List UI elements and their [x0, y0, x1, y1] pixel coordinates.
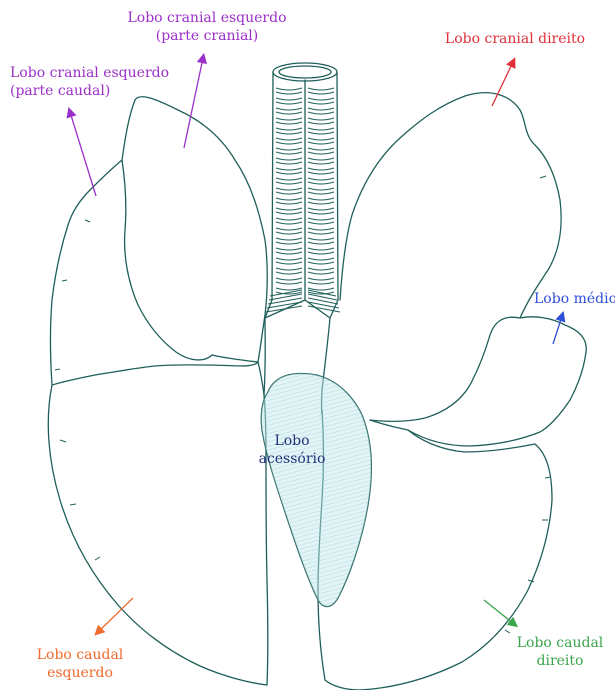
label-line1: Lobo caudal [510, 634, 610, 652]
bronchus-ring [267, 302, 339, 308]
label-line2: direito [510, 652, 610, 670]
label-line1: Lobo cranial direito [440, 30, 590, 48]
label-line1: Lobo cranial esquerdo [10, 64, 169, 82]
trachea-ring [276, 108, 302, 114]
trachea-ring [276, 128, 302, 134]
trachea-outline [265, 72, 338, 318]
label-line2: (parte caudal) [10, 82, 169, 100]
bronchus-ring [266, 306, 340, 312]
left-cranial-lobe-caudal-part [51, 160, 259, 385]
trachea-ring [276, 98, 302, 104]
trachea-ring [308, 208, 334, 214]
trachea-ring [276, 148, 302, 154]
trachea-ring [308, 158, 334, 164]
label-accessory-lobe: Lobo acessório [252, 432, 332, 468]
arrow-cranial-left-cranial [184, 58, 203, 148]
accessory-lobe-tint [261, 373, 371, 606]
trachea-ring [308, 238, 334, 244]
trachea-ring [276, 208, 302, 214]
label-line1: Lobo [252, 432, 332, 450]
trachea-ring [276, 278, 302, 284]
trachea-ring [308, 258, 334, 264]
trachea-ring [308, 218, 334, 224]
trachea-ring [308, 148, 334, 154]
trachea-ring [308, 278, 334, 284]
label-left-cranial-lobe-cranial-part: Lobo cranial esquerdo (parte cranial) [112, 9, 302, 45]
arrow-caudal-right [484, 600, 514, 624]
trachea-ring [308, 228, 334, 234]
arrow-cranial-left-caudal [70, 112, 96, 196]
label-line1: Lobo médio [534, 290, 614, 308]
trachea-ring [308, 168, 334, 174]
trachea [265, 63, 340, 318]
trachea-ring [276, 198, 302, 204]
label-line1: Lobo cranial esquerdo [112, 9, 302, 27]
trachea-ring [276, 88, 302, 94]
trachea-ring [308, 128, 334, 134]
left-cranial-lobe-cranial-part [122, 97, 267, 362]
trachea-ring [276, 258, 302, 264]
trachea-ring [276, 178, 302, 184]
trachea-ring [276, 218, 302, 224]
label-line2: esquerdo [25, 664, 135, 682]
label-right-cranial-lobe: Lobo cranial direito [440, 30, 590, 48]
trachea-ring [308, 138, 334, 144]
trachea-ring [276, 248, 302, 254]
bronchus-ring [269, 294, 337, 300]
trachea-ring [308, 188, 334, 194]
trachea-ring [276, 228, 302, 234]
label-right-caudal-lobe: Lobo caudal direito [510, 634, 610, 670]
label-right-middle-lobe: Lobo médio [534, 290, 614, 308]
trachea-ring [308, 248, 334, 254]
right-middle-lobe [408, 317, 586, 446]
left-caudal-lobe [48, 362, 267, 685]
trachea-ring [308, 268, 334, 274]
trachea-ring [276, 118, 302, 124]
trachea-ring [308, 178, 334, 184]
trachea-ring [308, 98, 334, 104]
trachea-ring [276, 188, 302, 194]
right-cranial-lobe [340, 93, 561, 422]
label-left-cranial-lobe-caudal-part: Lobo cranial esquerdo (parte caudal) [10, 64, 169, 100]
trachea-ring [308, 198, 334, 204]
label-line2: (parte cranial) [112, 27, 302, 45]
trachea-ring [276, 268, 302, 274]
trachea-ring [308, 108, 334, 114]
trachea-ring [276, 168, 302, 174]
trachea-ring [276, 158, 302, 164]
label-line1: Lobo caudal [25, 646, 135, 664]
label-line2: acessório [252, 450, 332, 468]
trachea-ring [308, 118, 334, 124]
trachea-ring [308, 88, 334, 94]
label-left-caudal-lobe: Lobo caudal esquerdo [25, 646, 135, 682]
trachea-ring [276, 238, 302, 244]
trachea-ring [276, 138, 302, 144]
trachea-rings [266, 88, 340, 312]
